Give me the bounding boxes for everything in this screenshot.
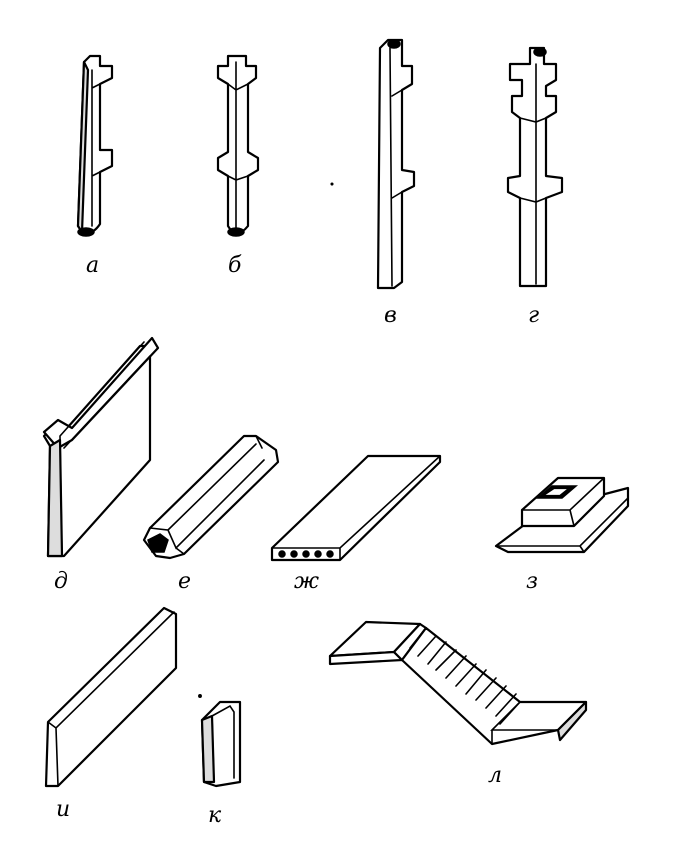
slab-zh <box>270 454 442 562</box>
label-l: л <box>488 763 502 788</box>
column-v <box>376 38 416 290</box>
footing-z <box>494 476 630 554</box>
panel-d <box>42 336 160 558</box>
label-i: и <box>56 797 70 822</box>
label-e: е <box>178 569 191 594</box>
label-k: к <box>208 803 222 828</box>
label-b: б <box>228 253 242 278</box>
label-g: г <box>528 303 539 328</box>
label-a: а <box>86 253 99 278</box>
panel-i <box>44 606 178 788</box>
label-v: в <box>384 303 397 328</box>
beam-e <box>142 434 280 560</box>
label-z: з <box>526 569 538 594</box>
speck-dot <box>198 694 202 698</box>
column-g <box>506 46 564 288</box>
label-d: д <box>54 569 68 594</box>
element-k <box>200 700 242 788</box>
column-a <box>76 54 114 237</box>
speck-dot <box>330 182 334 186</box>
stair-l <box>328 620 588 746</box>
column-b <box>216 54 260 237</box>
label-zh: ж <box>294 569 319 594</box>
